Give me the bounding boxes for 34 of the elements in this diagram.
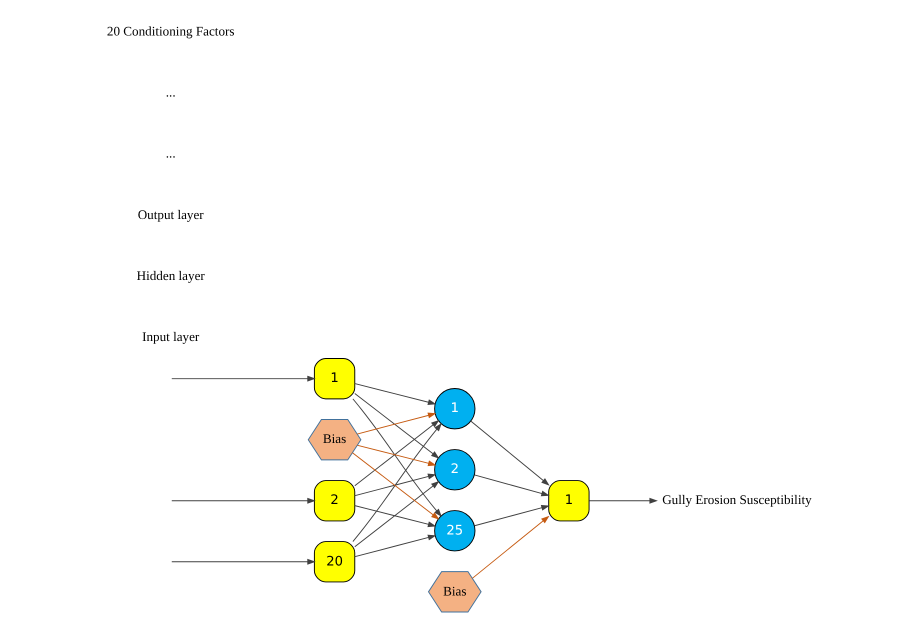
arrow xyxy=(354,420,439,486)
label: ... xyxy=(165,146,176,161)
label: Hidden layer xyxy=(136,268,204,283)
label: 20 Conditioning Factors xyxy=(106,24,234,39)
arrow xyxy=(352,452,440,520)
arrow xyxy=(352,422,442,542)
arrow xyxy=(470,420,550,486)
arrow xyxy=(170,558,316,565)
arrow xyxy=(354,474,436,496)
arrow xyxy=(352,398,442,518)
arrow xyxy=(474,474,550,496)
node-circle: 2 xyxy=(434,449,475,490)
node-box: 1 xyxy=(313,358,355,400)
arrow xyxy=(356,412,436,434)
label: Input layer xyxy=(142,328,199,344)
node-box: 2 xyxy=(313,480,355,522)
arrow xyxy=(170,376,316,382)
arrow xyxy=(354,480,439,548)
arrow xyxy=(472,516,549,579)
arrow xyxy=(356,444,436,466)
node-box: 1 xyxy=(548,480,590,522)
label: ... xyxy=(165,84,176,100)
node-text: Gully Erosion Susceptibility xyxy=(662,492,812,508)
arrow xyxy=(354,383,436,406)
node-circle: 1 xyxy=(434,388,475,430)
arrow xyxy=(354,393,439,459)
node-box: 20 xyxy=(313,541,355,582)
label: Output layer xyxy=(137,206,204,222)
arrow xyxy=(474,504,550,526)
arrow xyxy=(354,534,436,558)
arrow xyxy=(354,505,436,528)
node-circle: 25 xyxy=(434,510,475,552)
arrow xyxy=(170,498,316,504)
arrow xyxy=(588,498,658,504)
